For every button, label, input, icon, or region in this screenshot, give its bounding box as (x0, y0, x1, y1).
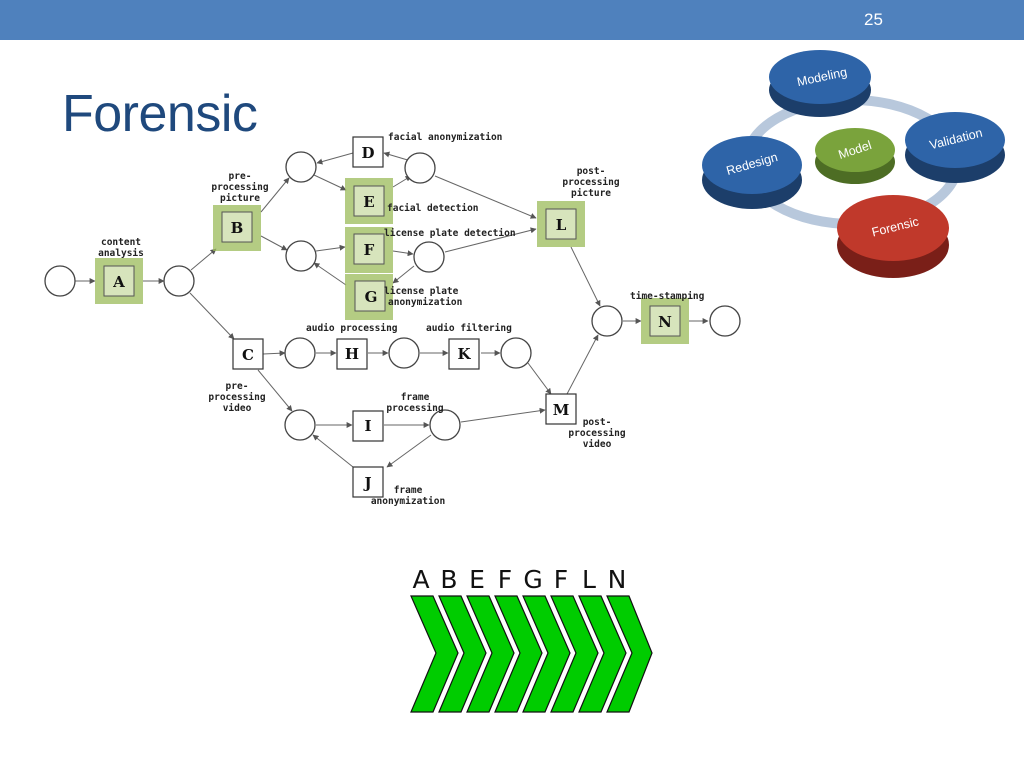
svg-text:analysis: analysis (98, 248, 144, 259)
svg-text:anonymization: anonymization (388, 297, 462, 308)
task-h: H audio processing (306, 323, 398, 370)
svg-text:frame: frame (401, 392, 430, 403)
slide-title: Forensic (62, 85, 258, 143)
svg-text:G: G (523, 565, 542, 594)
task-j: J frame anonymization (352, 466, 445, 507)
task-letter: N (658, 313, 672, 331)
slide-number: 25 (864, 10, 883, 29)
svg-text:A: A (412, 565, 429, 594)
task-b: B pre- processing picture (211, 171, 269, 251)
place-before-n (591, 305, 623, 337)
place-after-e (404, 152, 436, 184)
svg-text:processing: processing (208, 392, 265, 403)
svg-text:license plate detection: license plate detection (384, 228, 516, 239)
svg-text:processing: processing (386, 403, 443, 414)
place-after-b-bottom (285, 240, 317, 272)
task-k: K audio filtering (426, 323, 512, 370)
place-end (709, 305, 741, 337)
svg-text:anonymization: anonymization (371, 496, 445, 507)
top-bar (0, 0, 1024, 40)
svg-text:license plate: license plate (384, 286, 459, 297)
svg-text:processing: processing (562, 177, 619, 188)
svg-text:post-: post- (577, 166, 606, 177)
svg-text:facial detection: facial detection (387, 203, 479, 214)
svg-text:processing: processing (568, 428, 625, 439)
task-e: E facial detection (345, 178, 479, 224)
task-letter: I (364, 417, 371, 435)
task-n: N time-stamping (630, 291, 705, 344)
task-letter: L (556, 216, 567, 234)
chevron (494, 595, 543, 713)
svg-text:F: F (554, 565, 568, 594)
svg-text:audio processing: audio processing (306, 323, 398, 334)
task-m: M post- processing video (545, 393, 626, 450)
cycle-node-model: Model (815, 128, 895, 184)
task-letter: B (231, 219, 244, 237)
svg-text:video: video (583, 439, 612, 450)
cycle-node-forensic: Forensic (837, 195, 949, 278)
chevron (466, 595, 515, 713)
svg-text:video: video (223, 403, 252, 414)
task-f: F license plate detection (345, 227, 516, 273)
task-letter: A (112, 273, 125, 291)
process-diagram: A content analysis B pre- processing pic… (44, 132, 741, 507)
task-letter: H (345, 345, 359, 363)
lifecycle-graphic: Model Modeling Validation Redesign Foren… (702, 50, 1005, 278)
task-l: L post- processing picture (537, 166, 620, 247)
task-letter: G (365, 288, 378, 306)
svg-text:picture: picture (571, 188, 611, 199)
svg-text:L: L (582, 565, 596, 594)
svg-text:pre-: pre- (229, 171, 252, 182)
svg-text:processing: processing (211, 182, 268, 193)
place-after-a (163, 265, 195, 297)
task-letter: J (362, 474, 371, 492)
chevron (438, 595, 487, 713)
sequence-chevrons (410, 595, 653, 713)
task-letter: E (363, 193, 374, 211)
place-after-i (429, 409, 461, 441)
process-arcs (75, 151, 709, 468)
task-c: C pre- processing video (208, 338, 266, 414)
place-after-c-video (284, 409, 316, 441)
task-letter: M (553, 401, 570, 419)
chevron (410, 595, 459, 713)
place-after-b-top (285, 151, 317, 183)
svg-text:pre-: pre- (226, 381, 249, 392)
svg-text:content: content (101, 237, 141, 248)
place-after-h (388, 337, 420, 369)
svg-text:picture: picture (220, 193, 260, 204)
svg-text:time-stamping: time-stamping (630, 291, 705, 302)
svg-text:frame: frame (394, 485, 423, 496)
place-start (44, 265, 76, 297)
cycle-node-modeling: Modeling (769, 50, 871, 117)
task-i: I frame processing (352, 392, 444, 442)
svg-text:post-: post- (583, 417, 612, 428)
task-d: D facial anonymization (352, 132, 502, 168)
task-g: G license plate anonymization (345, 274, 462, 320)
svg-text:facial anonymization: facial anonymization (388, 132, 502, 143)
place-after-k (500, 337, 532, 369)
svg-text:F: F (498, 565, 512, 594)
chevron (550, 595, 599, 713)
cycle-node-redesign: Redesign (702, 136, 802, 209)
task-letter: K (457, 345, 471, 363)
sequence-letters: A B E F G F L N (412, 565, 626, 594)
svg-text:audio filtering: audio filtering (426, 323, 512, 334)
place-after-f (413, 241, 445, 273)
chevron (578, 595, 627, 713)
place-after-c (284, 337, 316, 369)
chevron (606, 595, 653, 713)
chevron (522, 595, 571, 713)
task-letter: F (364, 241, 375, 259)
cycle-node-validation: Validation (905, 112, 1005, 183)
task-letter: D (361, 144, 374, 162)
task-letter: C (242, 346, 254, 364)
process-places (44, 151, 741, 441)
trace-sequence: A B E F G F L N (410, 565, 653, 713)
svg-text:E: E (469, 565, 485, 594)
task-a: A content analysis (95, 237, 144, 304)
svg-text:B: B (440, 565, 457, 594)
svg-text:N: N (608, 565, 627, 594)
